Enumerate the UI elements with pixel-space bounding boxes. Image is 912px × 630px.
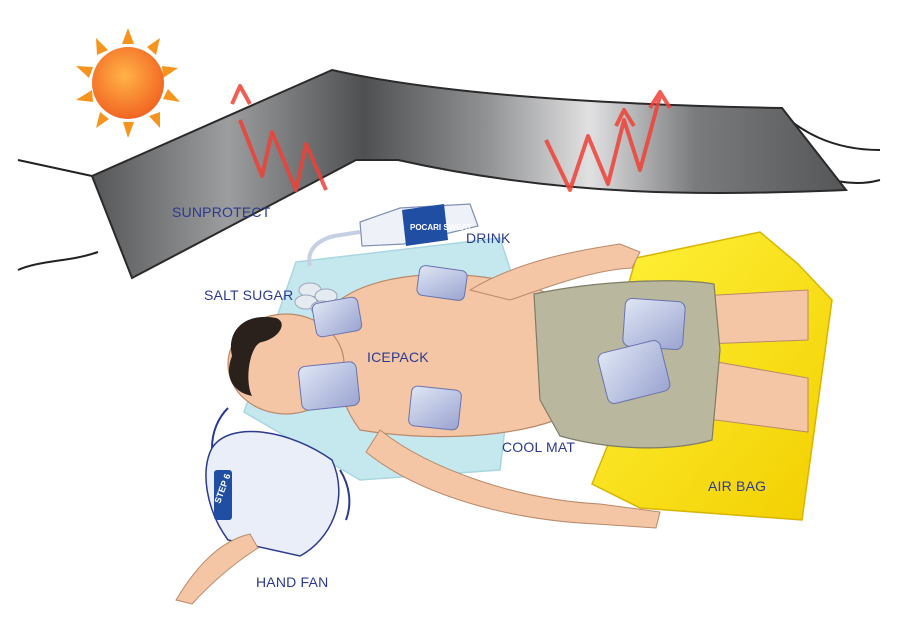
label-sunprotect: SUNPROTECT [172,204,271,220]
sun-icon [76,28,180,138]
label-icepack: ICEPACK [367,349,429,365]
label-drink: DRINK [466,230,511,246]
icepack-icon [298,265,686,431]
label-hand-fan: HAND FAN [256,574,329,590]
label-air-bag: AIR BAG [708,478,767,494]
sunprotect-shade-cloth [17,68,881,280]
heat-arrow-icon [230,84,672,192]
bottle-brand-text: POCARI SWEAT [410,223,472,232]
hand-fan-icon: STEP 6 [175,407,351,605]
water-bottle-icon: POCARI SWEAT [307,203,479,267]
label-cool-mat: COOL MAT [502,439,576,455]
label-salt-sugar: SALT SUGAR [204,287,294,303]
